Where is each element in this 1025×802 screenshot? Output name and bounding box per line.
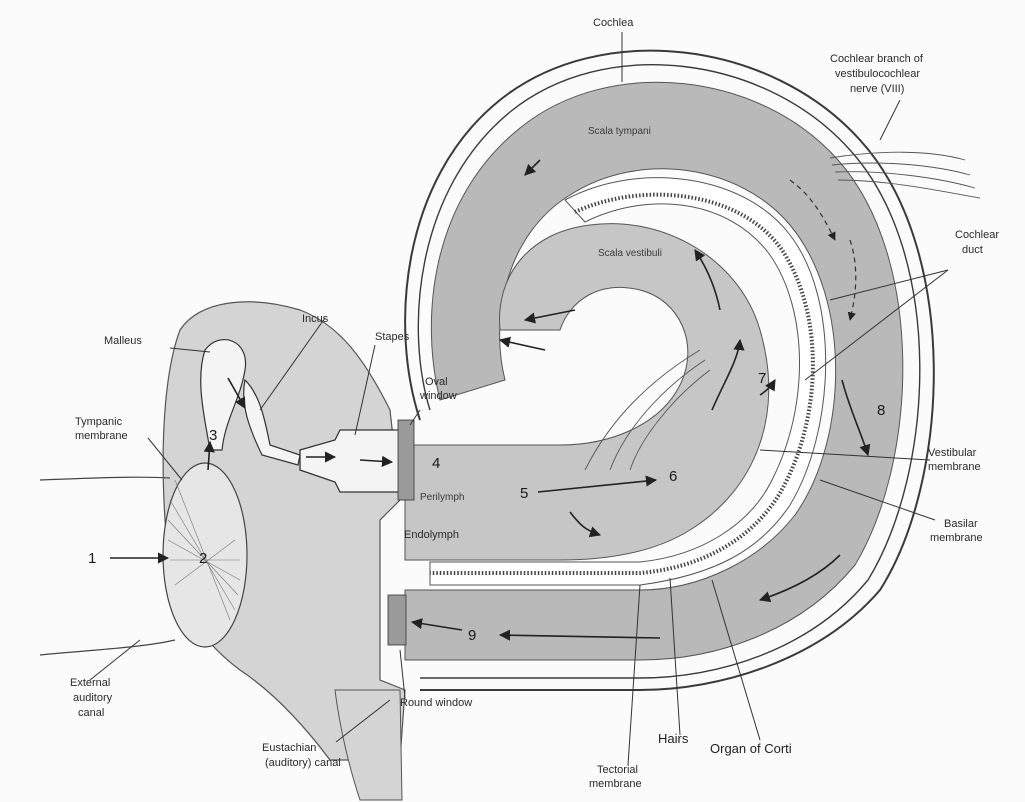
- label-oval-window-line1: Oval: [425, 376, 448, 388]
- round-window-shape: [388, 595, 406, 645]
- step-number-9: 9: [468, 627, 476, 644]
- eustachian-tube: [335, 690, 402, 800]
- label-tympanic-line1: Tympanic: [75, 416, 123, 428]
- label-external-line1: External: [70, 677, 110, 689]
- label-basilar-line1: Basilar: [944, 518, 978, 530]
- label-cochlear-nerve-line1: Cochlear branch of: [830, 53, 924, 65]
- label-perilymph: Perilymph: [420, 492, 464, 503]
- label-vestibular-line1: Vestibular: [928, 447, 977, 459]
- label-cochlear-duct-line2: duct: [962, 244, 983, 256]
- label-cochlear-nerve-line3: nerve (VIII): [850, 83, 904, 95]
- step-number-3: 3: [209, 427, 217, 444]
- label-hairs: Hairs: [658, 731, 689, 746]
- label-cochlear-duct-line1: Cochlear: [955, 229, 999, 241]
- label-stapes: Stapes: [375, 331, 410, 343]
- label-tympanic-line2: membrane: [75, 430, 128, 442]
- step-number-5: 5: [520, 485, 528, 502]
- label-round-window: Round window: [400, 697, 472, 709]
- label-eustachian-line1: Eustachian: [262, 742, 316, 754]
- label-incus: Incus: [302, 313, 329, 325]
- label-vestibular-line2: membrane: [928, 461, 981, 473]
- label-oval-window-line2: window: [419, 390, 457, 402]
- label-tectorial-line1: Tectorial: [597, 764, 638, 776]
- label-malleus: Malleus: [104, 335, 142, 347]
- label-cochlea: Cochlea: [593, 17, 634, 29]
- label-endolymph: Endolymph: [404, 529, 459, 541]
- label-scala-tympani: Scala tympani: [588, 126, 651, 137]
- step-number-7: 7: [758, 370, 766, 387]
- label-eustachian-line2: (auditory) canal: [265, 757, 341, 769]
- step-number-8: 8: [877, 402, 885, 419]
- label-tectorial-line2: membrane: [589, 778, 642, 790]
- label-basilar-line2: membrane: [930, 532, 983, 544]
- oval-window-shape: [398, 420, 414, 500]
- label-external-line2: auditory: [73, 692, 113, 704]
- step-number-1: 1: [88, 550, 96, 567]
- step-number-2: 2: [199, 550, 207, 567]
- step-number-4: 4: [432, 455, 440, 472]
- label-scala-vestibuli: Scala vestibuli: [598, 248, 662, 259]
- label-organ-of-corti: Organ of Corti: [710, 741, 792, 756]
- step-number-6: 6: [669, 468, 677, 485]
- label-external-line3: canal: [78, 707, 104, 719]
- label-cochlear-nerve-line2: vestibulocochlear: [835, 68, 920, 80]
- external-canal-lines: [40, 477, 175, 655]
